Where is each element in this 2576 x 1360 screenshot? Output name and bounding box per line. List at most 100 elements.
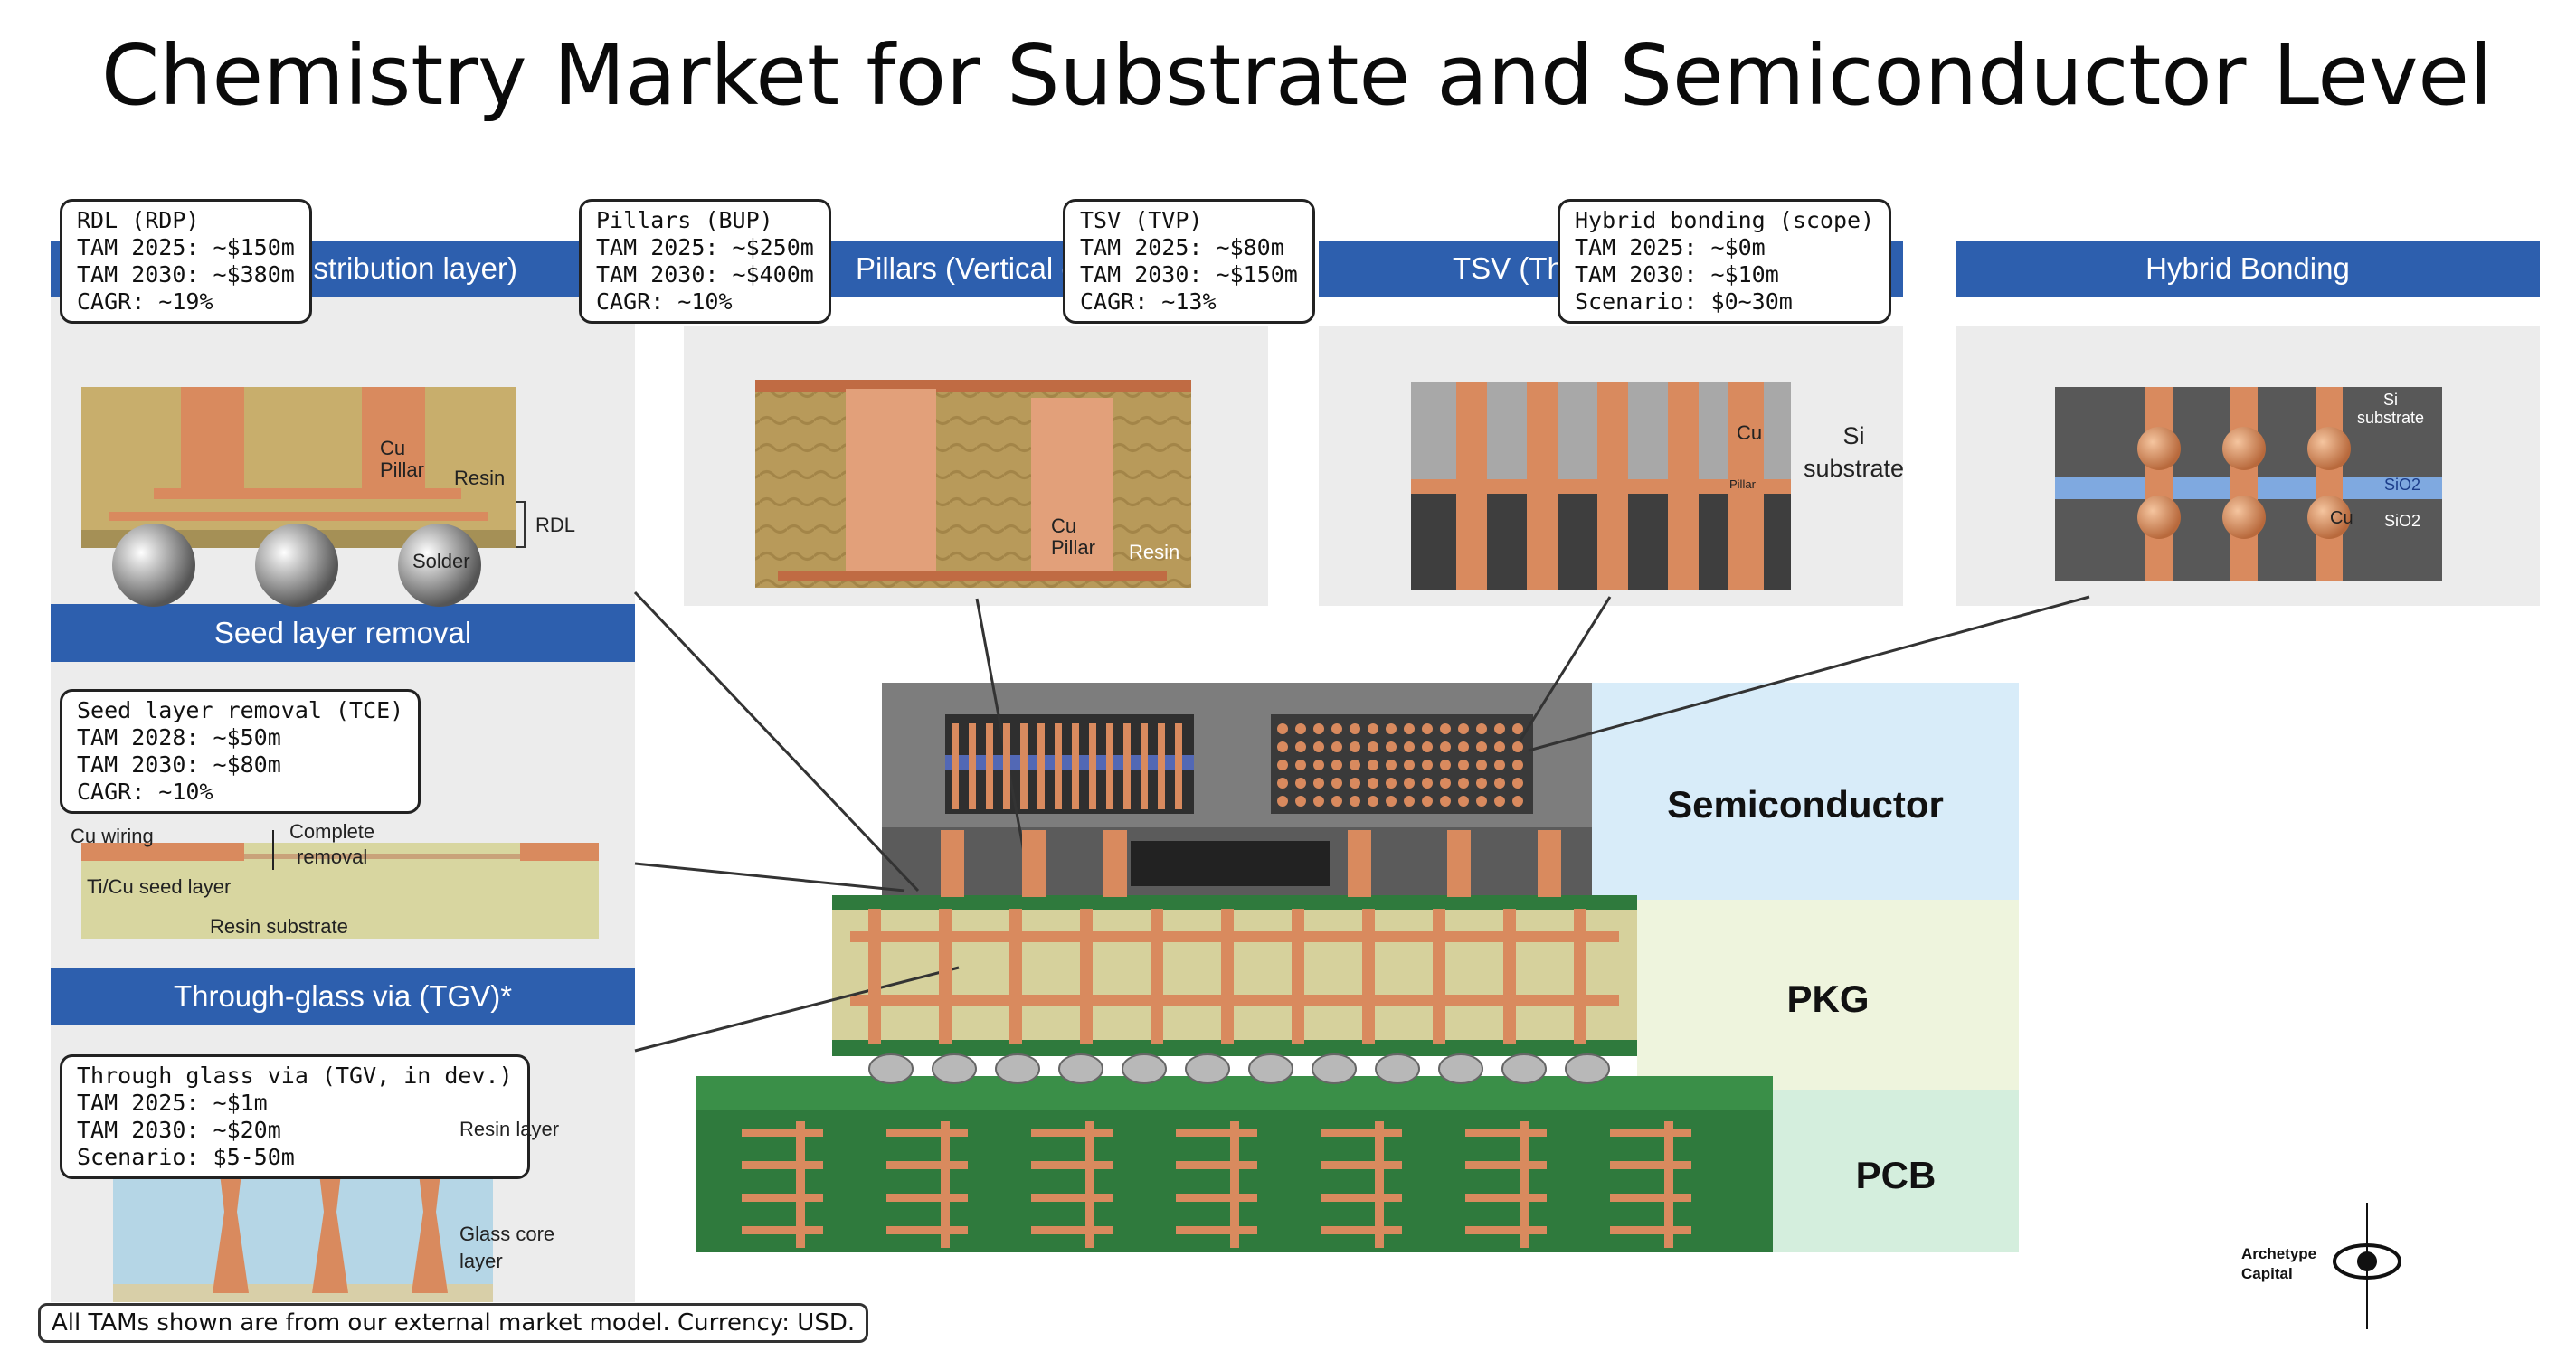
tsv-image xyxy=(1411,382,1791,590)
die-bump xyxy=(969,723,976,809)
pkg-solder-ball xyxy=(868,1053,914,1084)
hybrid-callout-line-3: TAM 2030: ~$10m xyxy=(1575,261,1779,288)
pkg-solder-ball xyxy=(1501,1053,1547,1084)
die-grid-dot xyxy=(1512,741,1523,752)
pcb-trace xyxy=(1610,1226,1691,1234)
pcb-trace xyxy=(886,1161,968,1169)
tgv-glass-label-2: layer xyxy=(459,1250,503,1272)
die-grid-dot xyxy=(1313,796,1324,807)
tsv-callout: TSV (TVP) TAM 2025: ~$80m TAM 2030: ~$15… xyxy=(1063,199,1315,324)
die-bump xyxy=(986,723,993,809)
pkg-solder-ball xyxy=(1312,1053,1357,1084)
die-grid-dot xyxy=(1476,760,1487,770)
hybrid-callout-line-4: Scenario: $0~30m xyxy=(1575,288,1793,315)
die-bump xyxy=(1106,723,1113,809)
semiconductor-label: Semiconductor xyxy=(1667,783,1944,826)
die-grid-dot xyxy=(1386,741,1397,752)
stack-diagram xyxy=(696,683,2019,1252)
interposer-pillar xyxy=(1022,830,1046,897)
pcb-trace xyxy=(742,1161,823,1169)
die-grid-dot xyxy=(1350,778,1360,789)
seed-header: Seed layer removal xyxy=(51,604,635,662)
die-grid-dot xyxy=(1422,778,1433,789)
die-grid-dot xyxy=(1368,741,1378,752)
brand-line-1: Archetype xyxy=(2241,1245,2317,1262)
die-grid-dot xyxy=(1440,778,1451,789)
tgv-resin-label: Resin layer xyxy=(459,1118,560,1140)
pillars-cu-label: Cu Pillar xyxy=(1051,515,1095,559)
seed-callout: Seed layer removal (TCE) TAM 2028: ~$50m… xyxy=(60,689,421,814)
die-bump xyxy=(1089,723,1096,809)
die-grid-dot xyxy=(1458,741,1469,752)
seed-complete-label-2: removal xyxy=(297,845,368,868)
pcb-via xyxy=(1375,1121,1384,1248)
pcb-trace xyxy=(1031,1129,1113,1137)
tgv-glass-label-1: Glass core xyxy=(459,1223,555,1245)
die-grid-dot xyxy=(1277,796,1288,807)
rdl-cu-label: Cu Pillar xyxy=(380,438,424,481)
pkg-via xyxy=(1362,909,1375,1044)
die-grid-dot xyxy=(1331,778,1342,789)
die-grid-dot xyxy=(1422,741,1433,752)
brand-name: Archetype Capital xyxy=(2241,1244,2316,1284)
pkg-solder-ball xyxy=(1375,1053,1420,1084)
die-grid-dot xyxy=(1512,778,1523,789)
tsv-si-label-2: substrate xyxy=(1804,455,1905,482)
pcb-trace xyxy=(1465,1161,1547,1169)
pcb-trace xyxy=(742,1226,823,1234)
pkg-solder-ball xyxy=(932,1053,977,1084)
die-grid-dot xyxy=(1494,796,1505,807)
die-grid-dot xyxy=(1494,760,1505,770)
pillars-callout-line-2: TAM 2025: ~$250m xyxy=(596,234,814,260)
die-grid-dot xyxy=(1512,723,1523,734)
tsv-callout-line-2: TAM 2025: ~$80m xyxy=(1080,234,1284,260)
tsv-callout-line-1: TSV (TVP) xyxy=(1080,207,1203,233)
pkg-solder-ball xyxy=(1185,1053,1230,1084)
die-grid-dot xyxy=(1476,796,1487,807)
pkg-label: PKG xyxy=(1786,978,1870,1020)
die-grid-dot xyxy=(1386,760,1397,770)
tgv-callout-line-3: TAM 2030: ~$20m xyxy=(77,1117,281,1143)
pcb-trace xyxy=(1176,1129,1257,1137)
die-grid-dot xyxy=(1295,723,1306,734)
pcb-via xyxy=(1230,1121,1239,1248)
pcb-trace xyxy=(1031,1194,1113,1202)
rdl-image xyxy=(81,387,526,607)
die-bump xyxy=(952,723,959,809)
die-grid-dot xyxy=(1422,796,1433,807)
die-grid-dot xyxy=(1386,796,1397,807)
pkg-via xyxy=(1221,909,1234,1044)
die-grid-dot xyxy=(1422,760,1433,770)
die-grid-dot xyxy=(1295,778,1306,789)
page-title: Chemistry Market for Substrate and Semic… xyxy=(101,27,2493,124)
pcb-trace xyxy=(742,1194,823,1202)
tgv-callout-line-1: Through glass via (TGV, in dev.) xyxy=(77,1062,513,1089)
die-grid-dot xyxy=(1277,760,1288,770)
die-grid-dot xyxy=(1313,760,1324,770)
die-grid-dot xyxy=(1368,796,1378,807)
hybrid-si-label-1: Si xyxy=(2383,391,2399,409)
die-grid-dot xyxy=(1494,723,1505,734)
rdl-rdl-label: RDL xyxy=(535,514,576,536)
die-bump xyxy=(1037,723,1045,809)
pcb-trace xyxy=(886,1226,968,1234)
pkg-via xyxy=(1503,909,1516,1044)
tsv-callout-line-4: CAGR: ~13% xyxy=(1080,288,1217,315)
die-grid-dot xyxy=(1331,723,1342,734)
die-bump xyxy=(1158,723,1165,809)
tsv-header-text: TSV (Thr xyxy=(1453,251,1574,285)
die-grid-dot xyxy=(1476,723,1487,734)
die-grid-dot xyxy=(1295,760,1306,770)
pcb-trace xyxy=(886,1194,968,1202)
pcb-trace xyxy=(1176,1161,1257,1169)
pkg-via xyxy=(939,909,952,1044)
die-grid-dot xyxy=(1404,778,1415,789)
die-grid-dot xyxy=(1440,796,1451,807)
brand-line-2: Capital xyxy=(2241,1265,2293,1282)
pcb-trace xyxy=(1031,1161,1113,1169)
rdl-cu-label-1: Cu xyxy=(380,437,406,459)
hybrid-header-text: Hybrid Bonding xyxy=(2145,251,2350,285)
die-grid-dot xyxy=(1331,741,1342,752)
die-grid-dot xyxy=(1512,796,1523,807)
